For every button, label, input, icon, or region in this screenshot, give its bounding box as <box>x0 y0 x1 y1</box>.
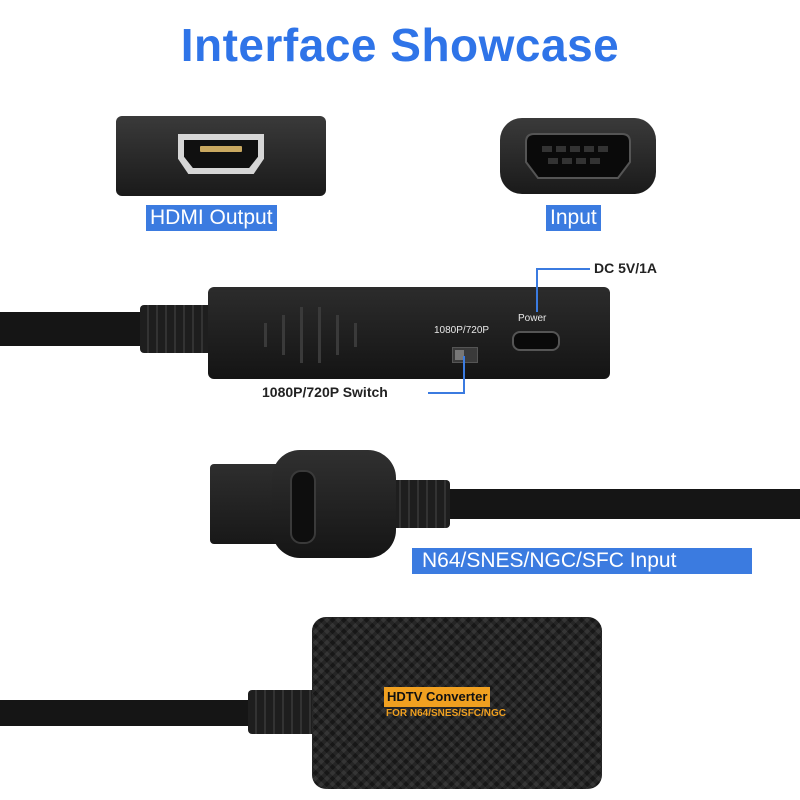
switch-callout-line <box>463 356 465 394</box>
hdmi-port-cavity <box>184 140 258 168</box>
hdmi-port-block <box>116 116 326 196</box>
strain-relief <box>140 305 212 353</box>
converter-body: Power 1080P/720P <box>208 287 610 379</box>
bottom-strain-relief <box>248 690 318 734</box>
dc-callout-line <box>536 268 538 312</box>
power-text: Power <box>518 313 547 324</box>
product-label-heading: HDTV Converter <box>384 687 491 707</box>
bottom-cable <box>0 700 270 726</box>
console-port-icon <box>525 133 631 179</box>
micro-usb-port-icon <box>512 331 560 351</box>
hdmi-output-label: HDMI Output <box>146 205 277 231</box>
connector-strain-relief <box>392 480 450 528</box>
page-title: Interface Showcase <box>180 19 620 71</box>
connector-grip-icon <box>290 470 316 544</box>
converter-box: HDTV Converter FOR N64/SNES/SFC/NGC <box>312 617 602 789</box>
product-subtitle: FOR N64/SNES/SFC/NGC <box>386 708 507 719</box>
dc-label: DC 5V/1A <box>594 260 658 276</box>
input-port-block <box>500 118 656 194</box>
input-label: Input <box>546 205 601 231</box>
console-input-label: N64/SNES/NGC/SFC Input <box>412 548 752 574</box>
resolution-switch[interactable] <box>452 347 478 363</box>
console-connector-body <box>272 450 396 558</box>
switch-label: 1080P/720P Switch <box>262 384 388 400</box>
left-cable <box>0 312 150 346</box>
product-heading-text: HDTV Converter <box>387 689 488 704</box>
switch-text: 1080P/720P <box>434 325 490 336</box>
right-cable <box>440 489 800 519</box>
